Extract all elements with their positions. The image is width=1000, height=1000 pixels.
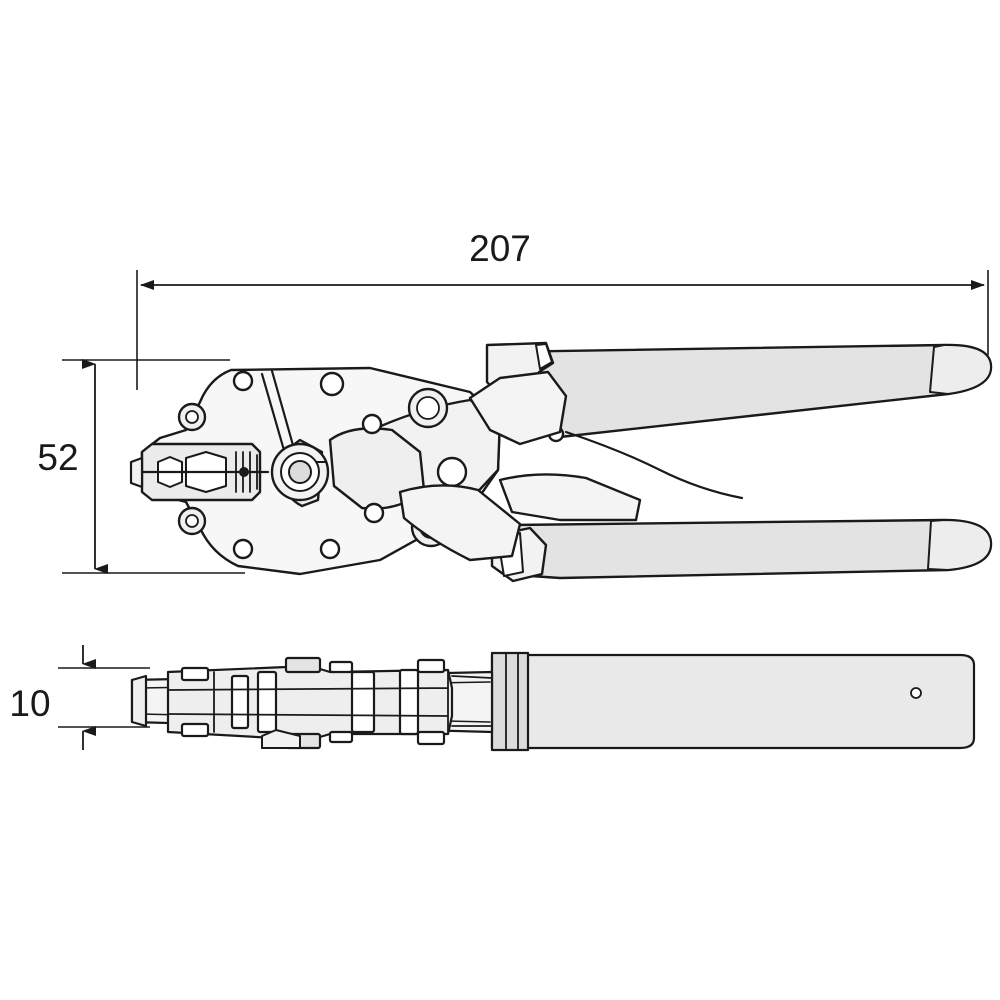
dimension-label-207: 207 xyxy=(469,228,531,269)
top-screw-2 xyxy=(180,722,210,738)
dimension-label-10: 10 xyxy=(9,683,51,724)
top-view-tool xyxy=(130,651,976,752)
top-screw-3 xyxy=(284,656,322,674)
top-screw-7 xyxy=(416,658,446,674)
upper-handle-tip xyxy=(929,343,993,395)
die-nose-left xyxy=(129,456,144,489)
top-jaw-step xyxy=(261,729,301,749)
rivet-mid-2 xyxy=(363,502,385,524)
dimension-label-52: 52 xyxy=(37,437,79,478)
top-screw-1 xyxy=(180,666,210,682)
dimension-lines xyxy=(58,270,989,750)
rivet-top-1 xyxy=(232,370,254,392)
lower-jaw-link xyxy=(398,484,522,562)
rivet-lower-left-core xyxy=(185,514,199,528)
rivet-top-2 xyxy=(319,371,345,397)
side-view-tool xyxy=(129,341,993,583)
top-grip-hole xyxy=(910,687,922,699)
pivot-pin-upper-core xyxy=(416,396,440,420)
top-block-center xyxy=(350,670,376,734)
top-hardware-group xyxy=(180,656,446,750)
pivot-pin-mid xyxy=(436,456,468,488)
top-shank-nose xyxy=(130,674,148,728)
center-pivot-inner xyxy=(288,460,312,484)
top-screw-6 xyxy=(328,730,354,744)
rivet-bottom-1 xyxy=(232,538,254,560)
top-screw-8 xyxy=(416,730,446,746)
top-grip-collar xyxy=(490,651,530,752)
die-serrations xyxy=(235,451,258,493)
lower-handle xyxy=(495,518,993,580)
top-detail-lines xyxy=(167,671,493,733)
lower-arm-bridge xyxy=(498,473,642,522)
rivet-bottom-2 xyxy=(319,538,341,560)
upper-handle-link xyxy=(468,370,568,446)
rivet-mid-1 xyxy=(361,413,383,435)
top-grip-body xyxy=(490,653,976,750)
top-block-center2 xyxy=(398,668,420,736)
upper-handle xyxy=(495,343,993,439)
upper-handle-root-notch xyxy=(535,343,553,370)
top-block-left xyxy=(230,674,250,730)
lower-handle-tip xyxy=(927,519,993,571)
top-screw-5 xyxy=(328,660,354,674)
lower-connection-outline xyxy=(564,430,744,500)
top-block-left2 xyxy=(256,670,278,734)
die-center-dot xyxy=(239,467,249,477)
rivet-upper-left-core xyxy=(185,410,199,424)
